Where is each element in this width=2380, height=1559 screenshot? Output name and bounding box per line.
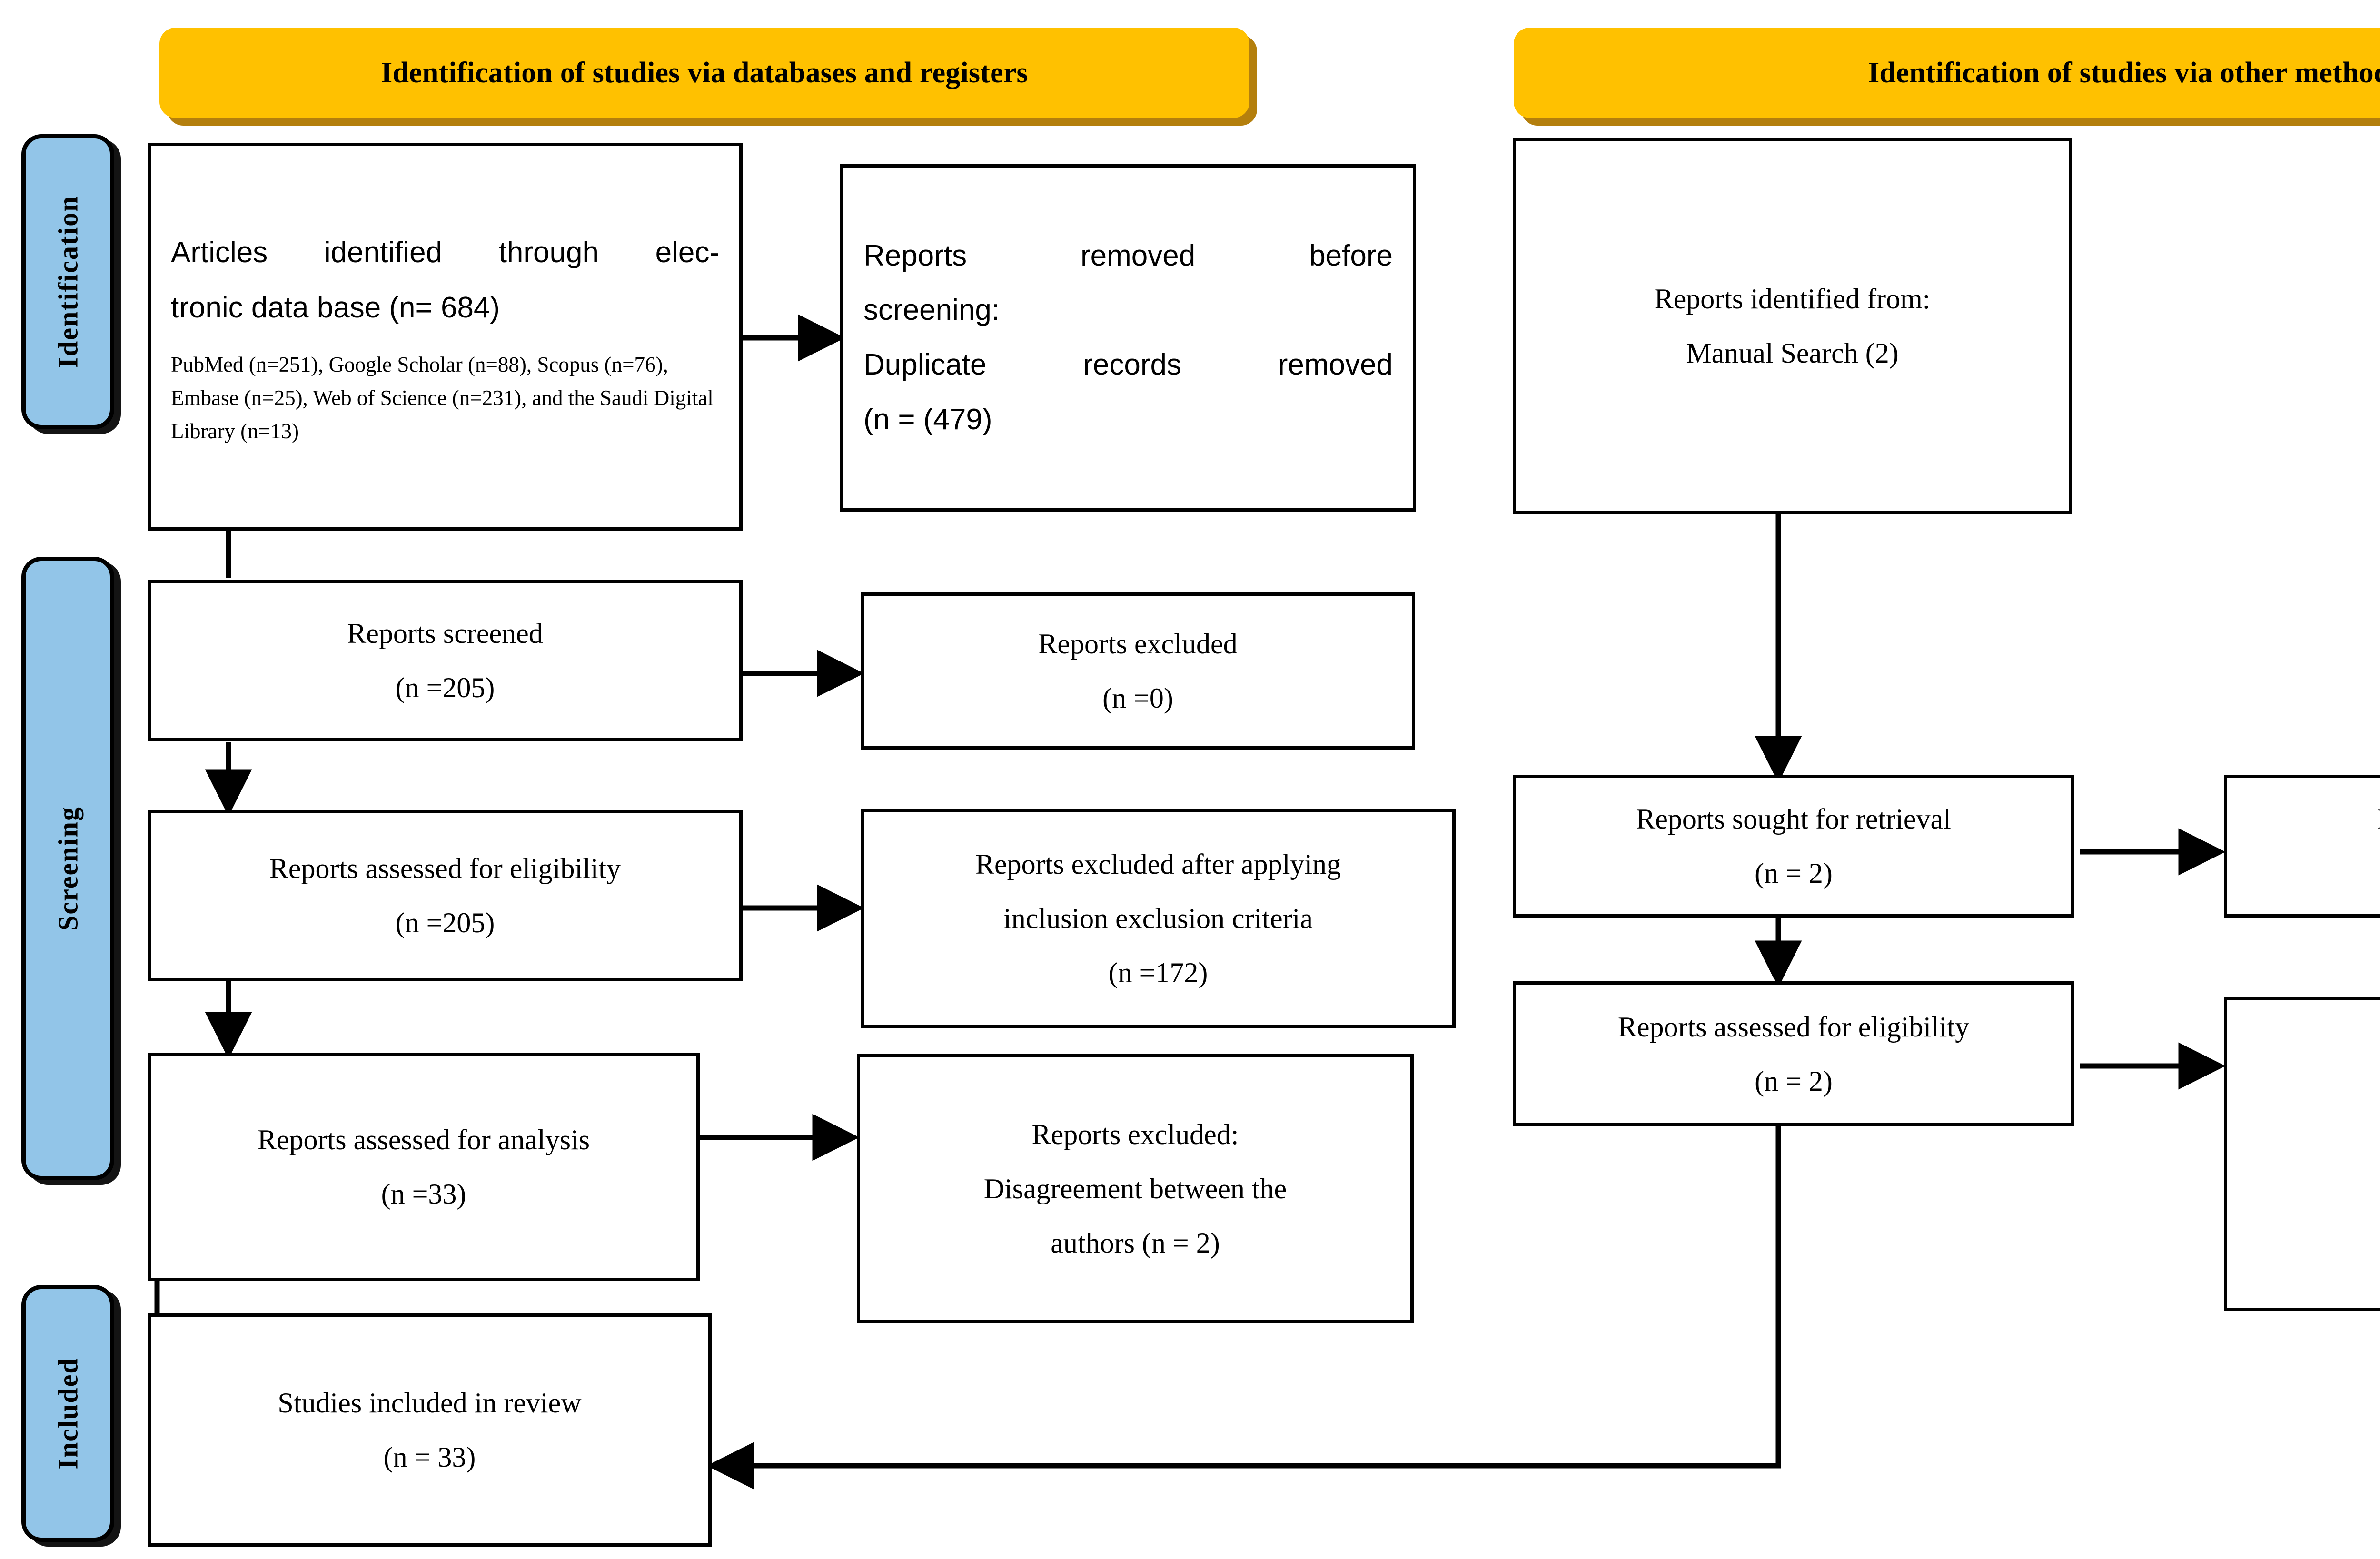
box-reports-screened: Reports screened (n =205) — [148, 580, 743, 741]
articles-identified-sources: PubMed (n=251), Google Scholar (n=88), S… — [171, 353, 714, 443]
reports-sought-line1: Reports sought for retrieval — [1636, 803, 1951, 835]
other-identified-line1: Reports identified from: — [1654, 283, 1931, 315]
studies-included-line1: Studies included in review — [278, 1387, 582, 1419]
banner-other-methods: Identification of studies via other meth… — [1514, 28, 2380, 118]
stage-tab-identification-label: Identification — [52, 195, 83, 368]
box-reports-analysis: Reports assessed for analysis (n =33) — [148, 1053, 700, 1281]
eligibility-right-line1: Reports assessed for eligibility — [1617, 1011, 1970, 1043]
box-excluded-disagreement: Reports excluded: Disagreement between t… — [857, 1054, 1414, 1323]
banner-other-label: Identification of studies via other meth… — [1868, 56, 2380, 89]
reports-not-retrieved-line1: Reports not retrieved — [2377, 792, 2380, 846]
stage-tab-screening-label: Screening — [52, 806, 83, 931]
excluded-disagreement-line2: Disagreement between the — [983, 1173, 1287, 1204]
banner-databases-registers: Identification of studies via databases … — [159, 28, 1250, 118]
excluded-disagreement-line3: authors (n = 2) — [1051, 1227, 1220, 1259]
box-studies-included: Studies included in review (n = 33) — [148, 1313, 712, 1547]
reports-removed-line1: Reports removed before — [863, 239, 1393, 272]
stage-tab-identification: Identification — [21, 134, 114, 429]
studies-included-line2: (n = 33) — [383, 1441, 476, 1473]
reports-excluded-screening-line2: (n =0) — [1102, 682, 1173, 714]
box-excluded-right: Reports excluded: (n = 0) — [2224, 997, 2380, 1311]
box-reports-excluded-screening: Reports excluded (n =0) — [861, 592, 1415, 750]
excluded-criteria-line2: inclusion exclusion criteria — [1003, 903, 1313, 934]
articles-identified-line1: Articles identified through elec- — [171, 236, 719, 269]
articles-identified-line2: tronic data base (n= 684) — [171, 291, 500, 325]
eligibility-left-line1: Reports assessed for eligibility — [269, 853, 621, 884]
reports-excluded-screening-line1: Reports excluded — [1038, 628, 1238, 660]
stage-tab-included-label: Included — [52, 1357, 83, 1470]
reports-analysis-line1: Reports assessed for analysis — [257, 1124, 590, 1155]
stage-tab-screening: Screening — [21, 557, 114, 1180]
box-other-identified: Reports identified from: Manual Search (… — [1513, 138, 2072, 514]
excluded-criteria-line3: (n =172) — [1108, 957, 1208, 988]
reports-sought-line2: (n = 2) — [1755, 858, 1833, 889]
reports-removed-line4: (n = (479) — [863, 403, 992, 436]
reports-screened-line2: (n =205) — [395, 672, 495, 703]
eligibility-left-line2: (n =205) — [395, 907, 495, 938]
box-reports-not-retrieved: Reports not retrieved (n = 0) — [2224, 775, 2380, 918]
box-reports-sought: Reports sought for retrieval (n = 2) — [1513, 775, 2074, 918]
reports-removed-line2: screening: — [863, 294, 1000, 327]
box-excluded-criteria: Reports excluded after applying inclusio… — [861, 809, 1456, 1028]
eligibility-right-line2: (n = 2) — [1755, 1065, 1833, 1097]
banner-databases-label: Identification of studies via databases … — [381, 56, 1028, 89]
excluded-disagreement-line1: Reports excluded: — [1031, 1118, 1239, 1150]
other-identified-line2: Manual Search (2) — [1686, 337, 1899, 369]
stage-tab-included: Included — [21, 1285, 114, 1542]
box-articles-identified: Articles identified through elec- tronic… — [148, 143, 743, 531]
box-eligibility-right: Reports assessed for eligibility (n = 2) — [1513, 981, 2074, 1126]
reports-screened-line1: Reports screened — [347, 618, 543, 649]
box-reports-removed: Reports removed before screening: Duplic… — [840, 164, 1416, 512]
reports-analysis-line2: (n =33) — [381, 1178, 466, 1210]
box-eligibility-left: Reports assessed for eligibility (n =205… — [148, 810, 743, 981]
reports-removed-line3: Duplicate records removed — [863, 348, 1393, 381]
excluded-criteria-line1: Reports excluded after applying — [975, 849, 1341, 880]
